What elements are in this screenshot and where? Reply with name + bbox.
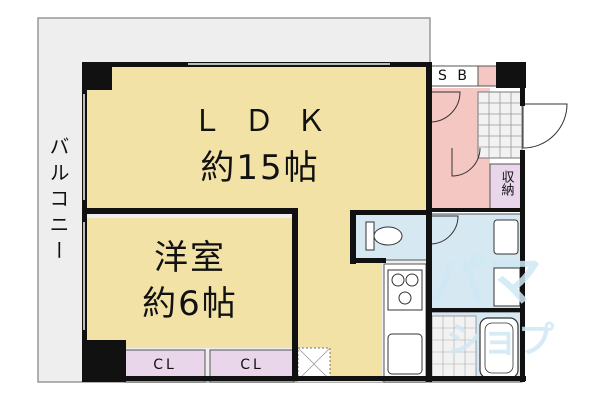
- closet-right-label: CL: [240, 357, 264, 373]
- tile-grid: [478, 92, 522, 158]
- wash-basin: [493, 219, 519, 255]
- sb-door-swing: [429, 91, 461, 123]
- windows: [83, 63, 390, 330]
- balcony-label: バルコニー: [46, 136, 70, 266]
- toilet-bowl: [373, 226, 403, 246]
- washroom-door-swing: [429, 215, 459, 245]
- ldk-label: ＬＤＫ: [192, 104, 348, 139]
- stove: [387, 269, 423, 311]
- toilet-tank: [365, 221, 375, 251]
- burner-1: [391, 273, 405, 287]
- storage-area: [489, 163, 523, 211]
- entrance-door-swing: [522, 103, 568, 149]
- watermark-logo-2: ショプ: [446, 320, 554, 361]
- storage-text: 収納: [498, 170, 514, 196]
- storage-label: 収納: [492, 170, 520, 200]
- western-room-size-label: 約6帖: [142, 284, 238, 324]
- western-room-floor: [85, 218, 293, 348]
- fridge-x-2: [297, 347, 331, 381]
- watermark-logo: パマ: [430, 249, 542, 314]
- bath-tile-grid: [432, 316, 476, 378]
- bathtub-inner: [484, 322, 514, 374]
- ldk-floor: [85, 66, 430, 382]
- hall-door-swing: [451, 147, 481, 177]
- closet-left-label: CL: [153, 357, 177, 373]
- washer-space: [493, 267, 521, 307]
- kitchen-sink: [387, 333, 423, 375]
- burner-2: [405, 273, 419, 287]
- ldk-size-label: 約15帖: [200, 148, 320, 188]
- western-room-label: 洋室: [154, 238, 226, 278]
- burner-3: [398, 291, 412, 305]
- sb-label: S B: [438, 68, 470, 84]
